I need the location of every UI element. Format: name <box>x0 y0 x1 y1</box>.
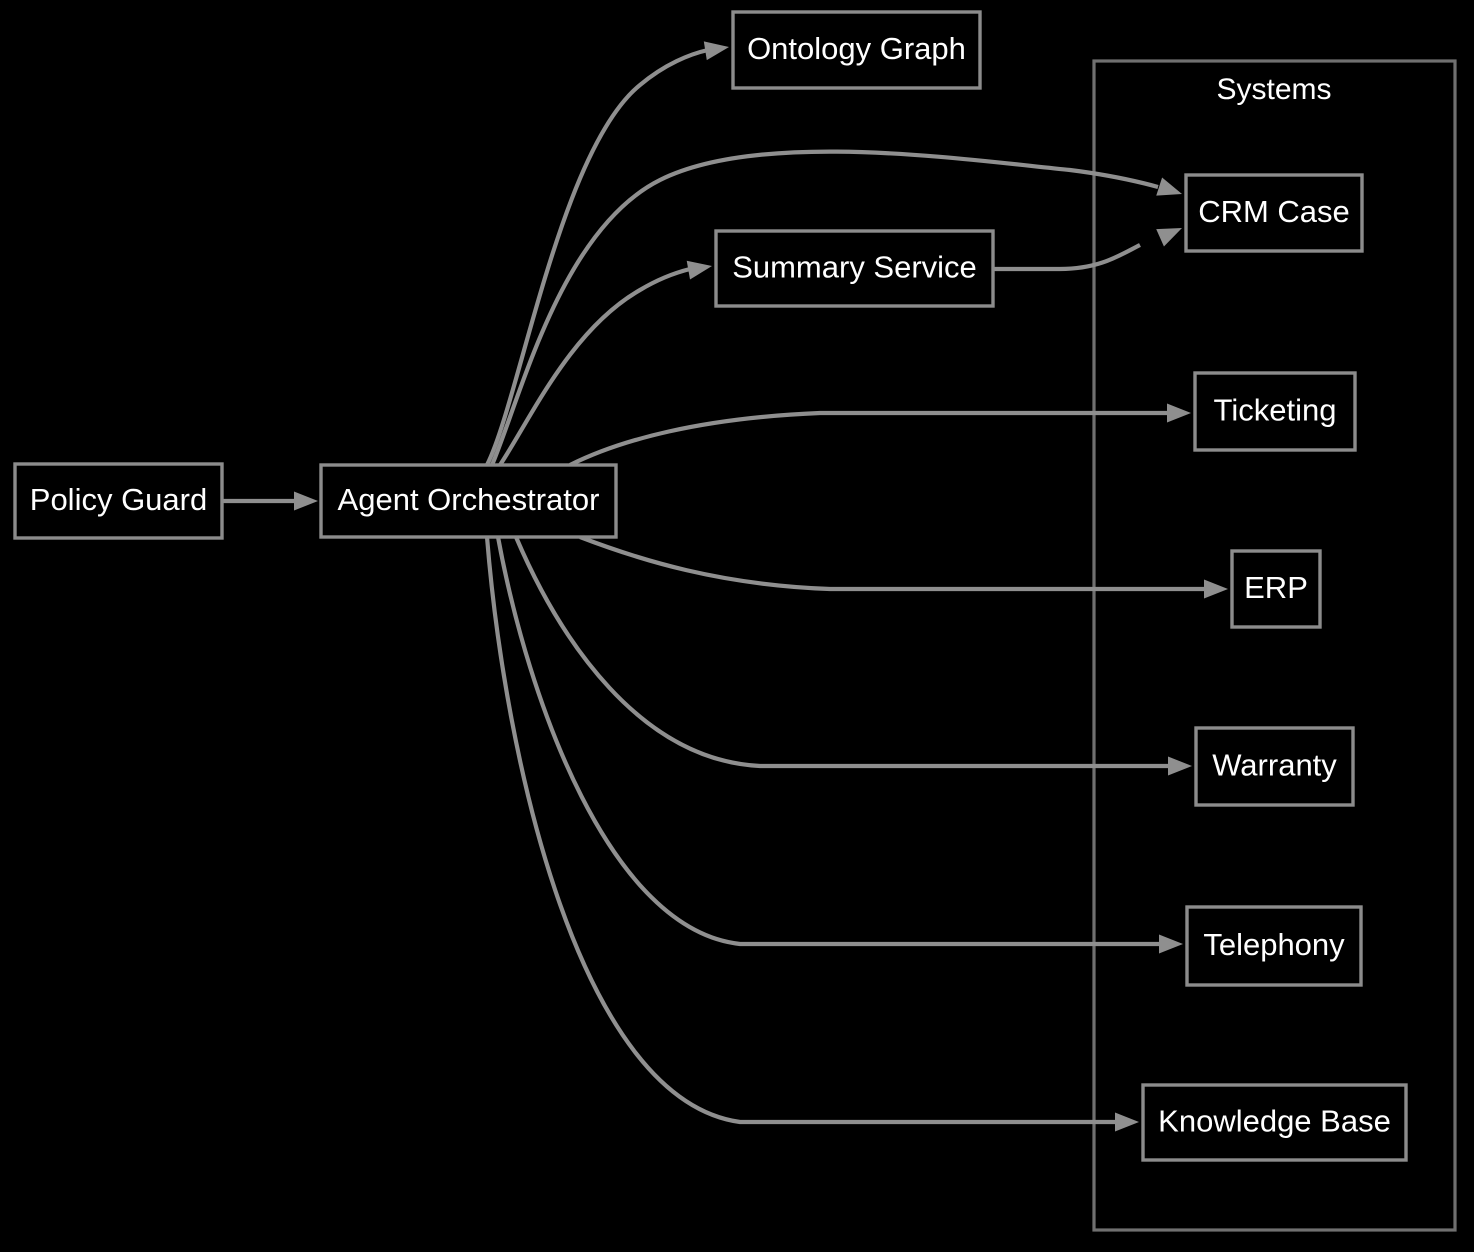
edge-line-e6 <box>569 410 1168 467</box>
node-label-knowledge_base: Knowledge Base <box>1158 1104 1391 1139</box>
node-knowledge_base[interactable]: Knowledge Base <box>1141 1083 1408 1162</box>
node-erp[interactable]: ERP <box>1230 549 1322 629</box>
node-box-agent_orchestrator[interactable] <box>319 463 618 539</box>
node-crm_case[interactable]: CRM Case <box>1184 173 1364 253</box>
node-policy_guard[interactable]: Policy Guard <box>13 462 224 540</box>
cluster-border-systems <box>1092 59 1457 1232</box>
arrow-head-e10 <box>1115 1112 1139 1132</box>
node-box-telephony[interactable] <box>1185 905 1363 987</box>
edge-line-e9 <box>495 536 1160 947</box>
arrow-head-e1 <box>294 491 318 511</box>
node-label-summary_service: Summary Service <box>732 250 977 285</box>
edge-summary_service-to-crm_case <box>993 228 1182 272</box>
edge-line-e3 <box>490 149 1159 466</box>
node-label-agent_orchestrator: Agent Orchestrator <box>338 482 600 517</box>
node-box-ontology_graph[interactable] <box>731 10 982 90</box>
edge-agent_orchestrator-to-ticketing <box>569 403 1191 467</box>
nodes-layer: Policy Guard Agent Orchestrator Ontology G… <box>13 10 1408 1162</box>
cluster-label-systems: Systems <box>1216 73 1331 106</box>
edge-line-e5 <box>993 243 1141 272</box>
node-agent_orchestrator[interactable]: Agent Orchestrator <box>319 463 618 539</box>
node-summary_service[interactable]: Summary Service <box>714 229 995 308</box>
node-label-erp: ERP <box>1244 570 1308 605</box>
arrow-head-e8 <box>1168 756 1192 776</box>
edge-line-e7 <box>579 535 1205 592</box>
arrow-head-e4 <box>686 260 712 280</box>
node-label-telephony: Telephony <box>1203 927 1345 962</box>
node-box-crm_case[interactable] <box>1184 173 1364 253</box>
arrow-head-e6 <box>1167 403 1191 423</box>
edge-agent_orchestrator-to-telephony <box>495 536 1183 954</box>
edge-line-e8 <box>514 536 1169 769</box>
node-box-ticketing[interactable] <box>1193 371 1357 452</box>
edge-agent_orchestrator-to-erp <box>579 535 1228 599</box>
edge-policy_guard-to-agent_orchestrator <box>222 491 318 511</box>
node-label-crm_case: CRM Case <box>1198 194 1350 229</box>
edges-layer <box>222 41 1228 1132</box>
edge-line-e2 <box>485 47 709 466</box>
node-box-knowledge_base[interactable] <box>1141 1083 1408 1162</box>
cluster-systems: Systems <box>1092 59 1457 1232</box>
node-box-erp[interactable] <box>1230 549 1322 629</box>
node-ontology_graph[interactable]: Ontology Graph <box>731 10 982 90</box>
edge-agent_orchestrator-to-knowledge_base <box>484 536 1139 1132</box>
edge-line-e4 <box>498 266 691 467</box>
node-ticketing[interactable]: Ticketing <box>1193 371 1357 452</box>
node-label-ontology_graph: Ontology Graph <box>747 31 966 66</box>
clusters-layer: Systems <box>1092 59 1457 1232</box>
edge-agent_orchestrator-to-ontology_graph <box>485 41 729 466</box>
node-box-warranty[interactable] <box>1194 726 1355 807</box>
arrow-head-e5 <box>1156 228 1182 247</box>
edge-agent_orchestrator-to-warranty <box>514 536 1192 776</box>
arrow-head-e9 <box>1159 934 1183 954</box>
arrow-head-e3 <box>1156 177 1182 196</box>
node-box-summary_service[interactable] <box>714 229 995 308</box>
edge-agent_orchestrator-to-crm_case <box>490 149 1182 466</box>
node-telephony[interactable]: Telephony <box>1185 905 1363 987</box>
edge-line-e10 <box>484 536 1116 1125</box>
arrow-head-e2 <box>703 41 729 61</box>
arrow-head-e7 <box>1204 579 1228 599</box>
node-label-policy_guard: Policy Guard <box>30 482 207 517</box>
node-label-warranty: Warranty <box>1212 748 1337 783</box>
node-label-ticketing: Ticketing <box>1214 393 1337 428</box>
edge-agent_orchestrator-to-summary_service <box>498 260 712 467</box>
node-warranty[interactable]: Warranty <box>1194 726 1355 807</box>
node-box-policy_guard[interactable] <box>13 462 224 540</box>
